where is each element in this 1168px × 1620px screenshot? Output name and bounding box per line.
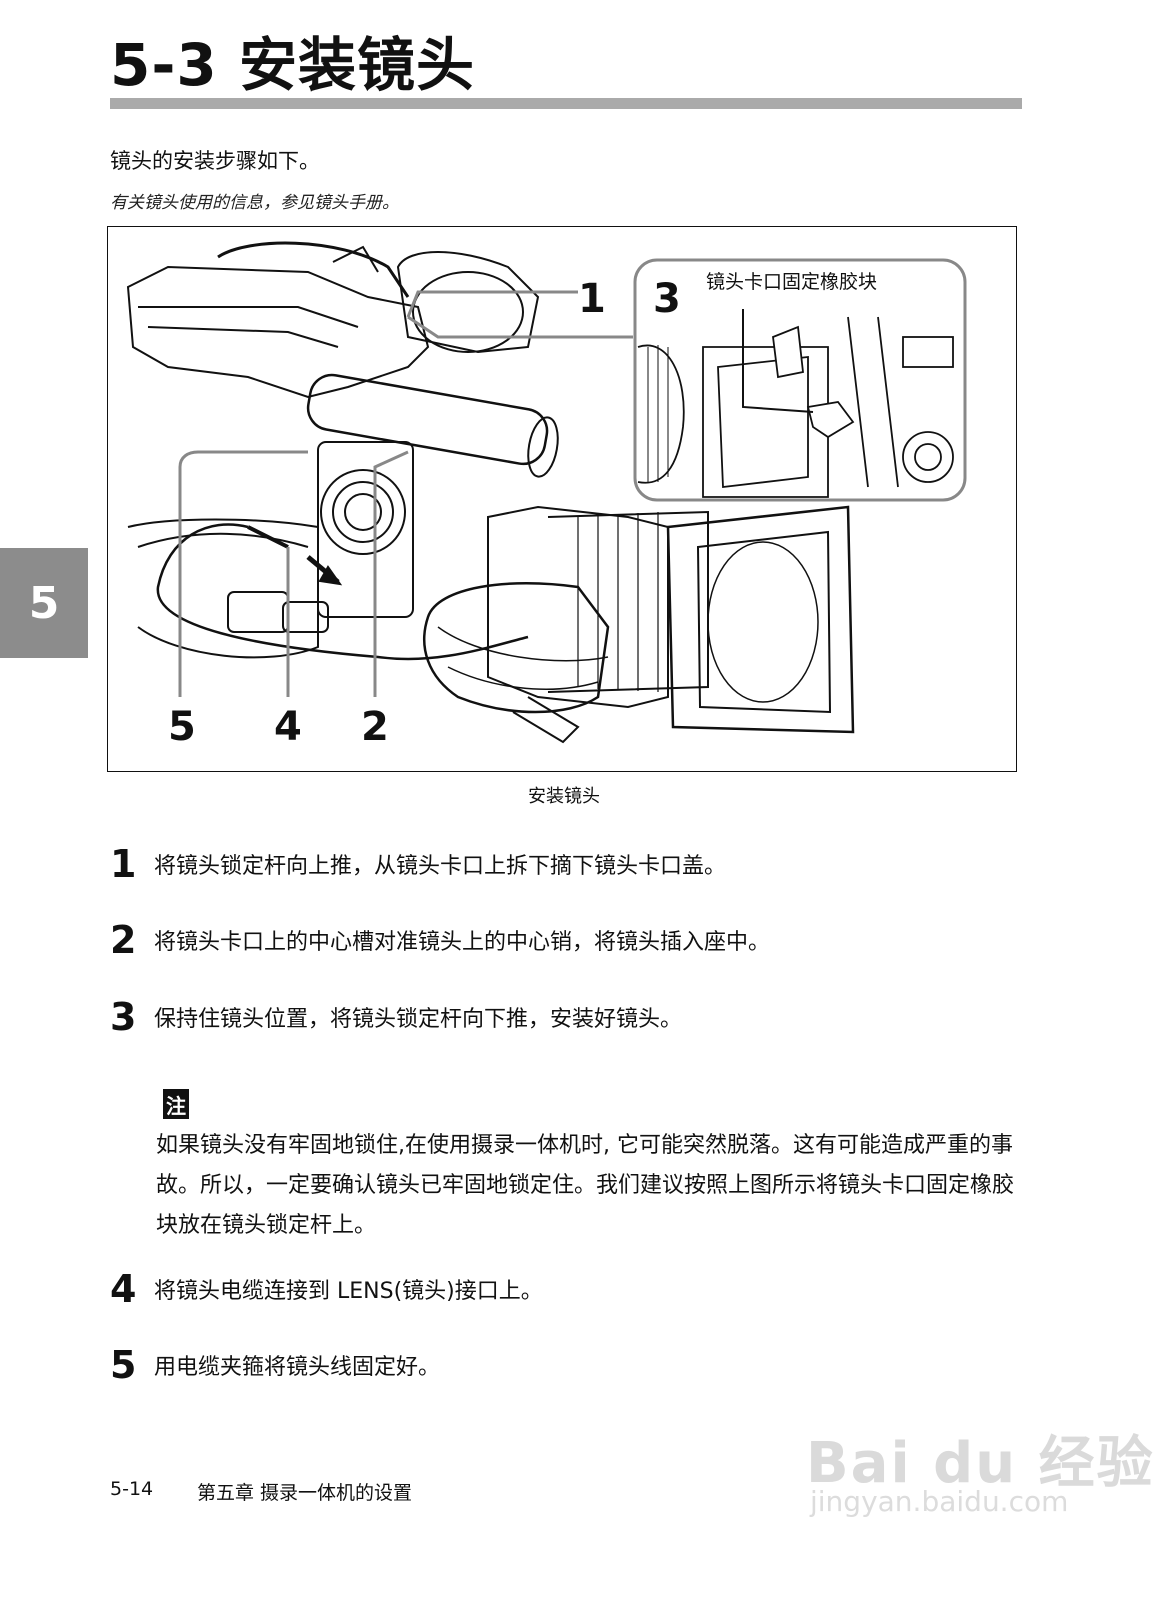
callout-3: 3	[653, 276, 681, 322]
note-text: 如果镜头没有牢固地锁住,在使用摄录一体机时, 它可能突然脱落。这有可能造成严重的…	[156, 1133, 1015, 1238]
figure-caption: 安装镜头	[528, 786, 600, 807]
callout-4: 4	[274, 704, 302, 750]
step-2: 2 将镜头卡口上的中心槽对准镜头上的中心销，将镜头插入座中。	[110, 921, 770, 959]
step-3: 3 保持住镜头位置，将镜头锁定杆向下推，安装好镜头。	[110, 998, 682, 1036]
watermark-logo: Bai du 经验	[806, 1431, 1155, 1496]
callout-5: 5	[168, 704, 196, 750]
step-number: 5	[110, 1343, 137, 1387]
step-number: 1	[110, 842, 137, 886]
figure-lens-mount: 1 3 5 4 2 镜头卡口固定橡胶块	[107, 226, 1017, 772]
step-number: 4	[110, 1267, 137, 1311]
inset-label: 镜头卡口固定橡胶块	[706, 271, 878, 293]
page-title: 5-3 安装镜头	[110, 31, 475, 99]
step-number: 2	[110, 918, 137, 962]
step-text: 将镜头锁定杆向上推，从镜头卡口上拆下摘下镜头卡口盖。	[154, 854, 727, 879]
footer-page-number: 5-14	[110, 1478, 154, 1500]
step-number: 3	[110, 995, 137, 1039]
step-1: 1 将镜头锁定杆向上推，从镜头卡口上拆下摘下镜头卡口盖。	[110, 845, 726, 883]
step-text: 将镜头电缆连接到 LENS(镜头)接口上。	[154, 1279, 543, 1304]
intro-note: 有关镜头使用的信息，参见镜头手册。	[110, 193, 399, 213]
title-rule	[110, 98, 1022, 109]
step-text: 将镜头卡口上的中心槽对准镜头上的中心销，将镜头插入座中。	[154, 930, 771, 955]
note-badge: 注	[163, 1089, 189, 1119]
camera-illustration	[126, 241, 967, 744]
step-text: 用电缆夹箍将镜头线固定好。	[154, 1355, 441, 1380]
callout-1: 1	[578, 276, 606, 322]
step-4: 4 将镜头电缆连接到 LENS(镜头)接口上。	[110, 1270, 543, 1308]
intro-text: 镜头的安装步骤如下。	[110, 149, 320, 173]
callout-2: 2	[361, 704, 389, 750]
step-5: 5 用电缆夹箍将镜头线固定好。	[110, 1346, 440, 1384]
chapter-tab: 5	[0, 548, 88, 658]
footer-chapter: 第五章 摄录一体机的设置	[197, 1482, 413, 1504]
step-text: 保持住镜头位置，将镜头锁定杆向下推，安装好镜头。	[154, 1007, 683, 1032]
watermark-url: jingyan.baidu.com	[810, 1485, 1069, 1518]
